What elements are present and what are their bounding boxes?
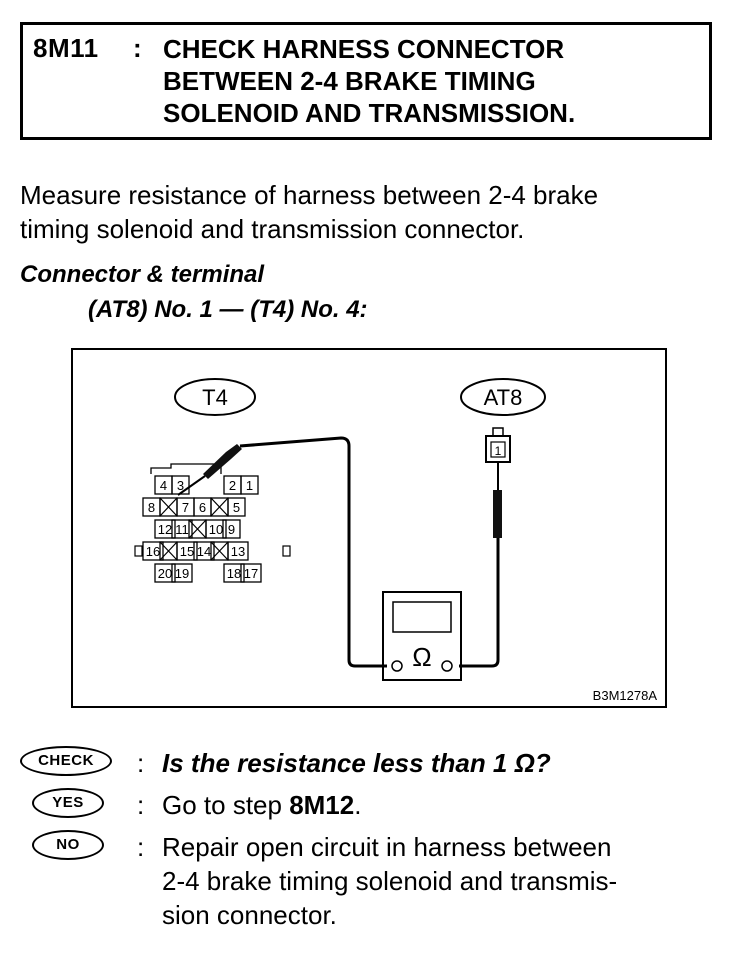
yes-text: Go to step 8M12. (162, 788, 722, 822)
step-number: 8M11 (33, 33, 99, 63)
cavity (154, 519, 176, 539)
cavity-pin-label: 5 (233, 500, 240, 515)
step-colon: : (133, 33, 142, 63)
cavity-pin-label: 7 (182, 500, 189, 515)
yes-colon: : (137, 790, 145, 820)
cavity-blank-mark (210, 541, 229, 561)
cavity-blank-mark (210, 497, 229, 517)
at8-probe-body (493, 490, 502, 538)
at8-label: AT8 (484, 385, 523, 410)
check-question: Is the resistance less than 1 Ω? (162, 748, 551, 778)
cavity (171, 563, 193, 583)
cavity (142, 541, 164, 561)
cavity (227, 541, 249, 561)
cavity-blank-mark (188, 519, 207, 539)
connector-detail: (AT8) No. 1 — (T4) No. 4: (88, 296, 368, 323)
yes-step-ref: 8M12 (289, 790, 355, 820)
cavity-pin-label: 13 (231, 544, 245, 559)
ohmmeter-terminal-left (391, 660, 403, 672)
cavity (154, 563, 176, 583)
cavity-pin-label: 19 (175, 566, 189, 581)
cavity-pin-label: 6 (199, 500, 206, 515)
cavity-pin-label: 12 (158, 522, 172, 537)
no-line-1: Repair open circuit in harness between (162, 832, 612, 862)
at8-pin-box (490, 441, 506, 458)
at8-label-oval (460, 378, 546, 416)
cavity-pin-label: 20 (158, 566, 172, 581)
cavity-pin-label: 17 (244, 566, 258, 581)
cavity (193, 541, 215, 561)
cavity-blank-mark (159, 541, 178, 561)
t4-latch-left (134, 545, 143, 557)
cavity-pin-label: 14 (197, 544, 211, 559)
yes-badge: YES (32, 788, 104, 818)
at8-pin-label: 1 (495, 444, 502, 458)
ohmmeter (382, 591, 462, 681)
cavity-pin-label: 9 (228, 522, 235, 537)
cavity-pin-label: 3 (177, 478, 184, 493)
cavity (227, 497, 246, 517)
cavity-pin-label: 10 (209, 522, 223, 537)
no-line-2: 2-4 brake timing solenoid and transmis- (162, 866, 618, 896)
t4-latch-right (282, 545, 291, 557)
step-title-line-1: CHECK HARNESS CONNECTOR (163, 34, 565, 64)
step-header-box: 8M11 : CHECK HARNESS CONNECTOR BETWEEN 2… (20, 22, 712, 140)
cavity (240, 475, 259, 495)
step-title-line-2: BETWEEN 2-4 BRAKE TIMING (163, 66, 536, 96)
yes-suffix: . (354, 790, 362, 820)
t4-label: T4 (202, 385, 228, 410)
t4-lead-wire (239, 436, 387, 668)
cavity (171, 519, 193, 539)
instruction-line-2: timing solenoid and transmission connect… (20, 214, 525, 244)
check-colon: : (137, 748, 145, 778)
t4-probe-tip (177, 475, 206, 496)
instruction-line-1: Measure resistance of harness between 2-… (20, 180, 599, 210)
step-title-line-3: SOLENOID AND TRANSMISSION. (163, 98, 576, 128)
t4-probe-body (203, 444, 242, 479)
ohm-symbol: Ω (412, 642, 431, 672)
cavity-blank-mark (159, 497, 178, 517)
no-badge: NO (32, 830, 104, 860)
cavity-pin-label: 18 (227, 566, 241, 581)
instruction-text: Measure resistance of harness between 2-… (20, 178, 720, 246)
cavity-pin-label: 4 (160, 478, 167, 493)
cavity-pin-label: 1 (246, 478, 253, 493)
diagram-frame (71, 348, 667, 708)
cavity-pin-label: 2 (229, 478, 236, 493)
cavity (222, 519, 241, 539)
ohmmeter-terminal-right (441, 660, 453, 672)
cavity (205, 519, 227, 539)
cavity-pin-label: 15 (180, 544, 194, 559)
no-text: Repair open circuit in harness between 2… (162, 830, 722, 932)
t4-label-oval (174, 378, 256, 416)
no-line-3: sion connector. (162, 900, 337, 930)
cavity (240, 563, 262, 583)
yes-prefix: Go to step (162, 790, 290, 820)
figure-code: B3M1278A (593, 688, 658, 703)
check-badge: CHECK (20, 746, 112, 776)
at8-lead-wire (459, 538, 500, 668)
cavity (223, 563, 245, 583)
cavity-pin-label: 8 (148, 500, 155, 515)
step-title: CHECK HARNESS CONNECTOR BETWEEN 2-4 BRAK… (163, 33, 708, 129)
ohmmeter-display (392, 601, 452, 633)
at8-connector-tab (492, 427, 504, 437)
no-colon: : (137, 832, 145, 862)
cavity-pin-label: 11 (175, 522, 189, 537)
connector-heading: Connector & terminal (20, 261, 265, 288)
cavity (176, 541, 198, 561)
cavity-pin-label: 16 (146, 544, 160, 559)
